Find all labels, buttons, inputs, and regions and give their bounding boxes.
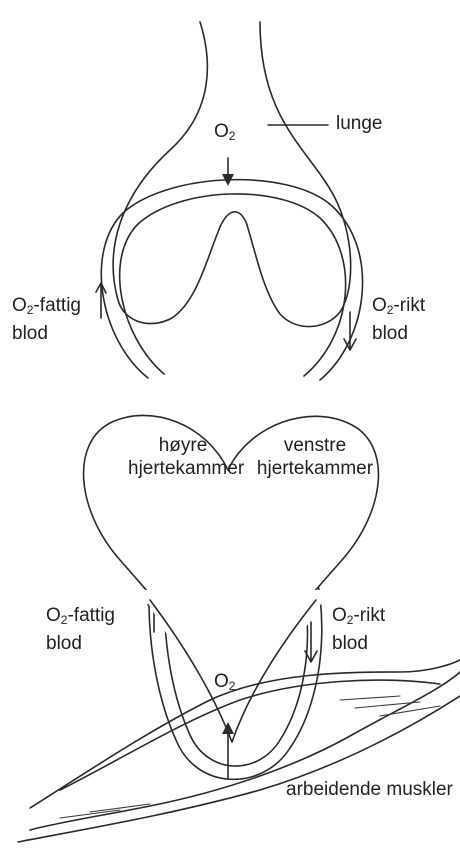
pulmonary-loop-outer — [101, 180, 362, 380]
lung-label: lunge — [336, 112, 383, 135]
muscle-fiber — [355, 702, 420, 708]
o2-rich-blood-label-bottom: O2-rikt blod — [332, 604, 385, 655]
right-ventricle-label: høyre hjertekammer — [128, 434, 238, 480]
o2-label-muscle: O2 — [214, 670, 235, 698]
o2-poor-blood-label-top: O2-fattig blod — [12, 294, 81, 345]
o2-poor-blood-label-bottom: O2-fattig blod — [46, 604, 115, 655]
o2-rich-blood-label-top: O2-rikt blod — [372, 294, 425, 345]
o2-label-lung: O2 — [214, 120, 235, 148]
left-ventricle-label: venstre hjertekammer — [250, 434, 380, 480]
muscle-fiber — [340, 696, 400, 700]
muscles-label: arbeidende muskler — [286, 778, 453, 801]
pulmonary-loop-inner — [120, 194, 346, 376]
